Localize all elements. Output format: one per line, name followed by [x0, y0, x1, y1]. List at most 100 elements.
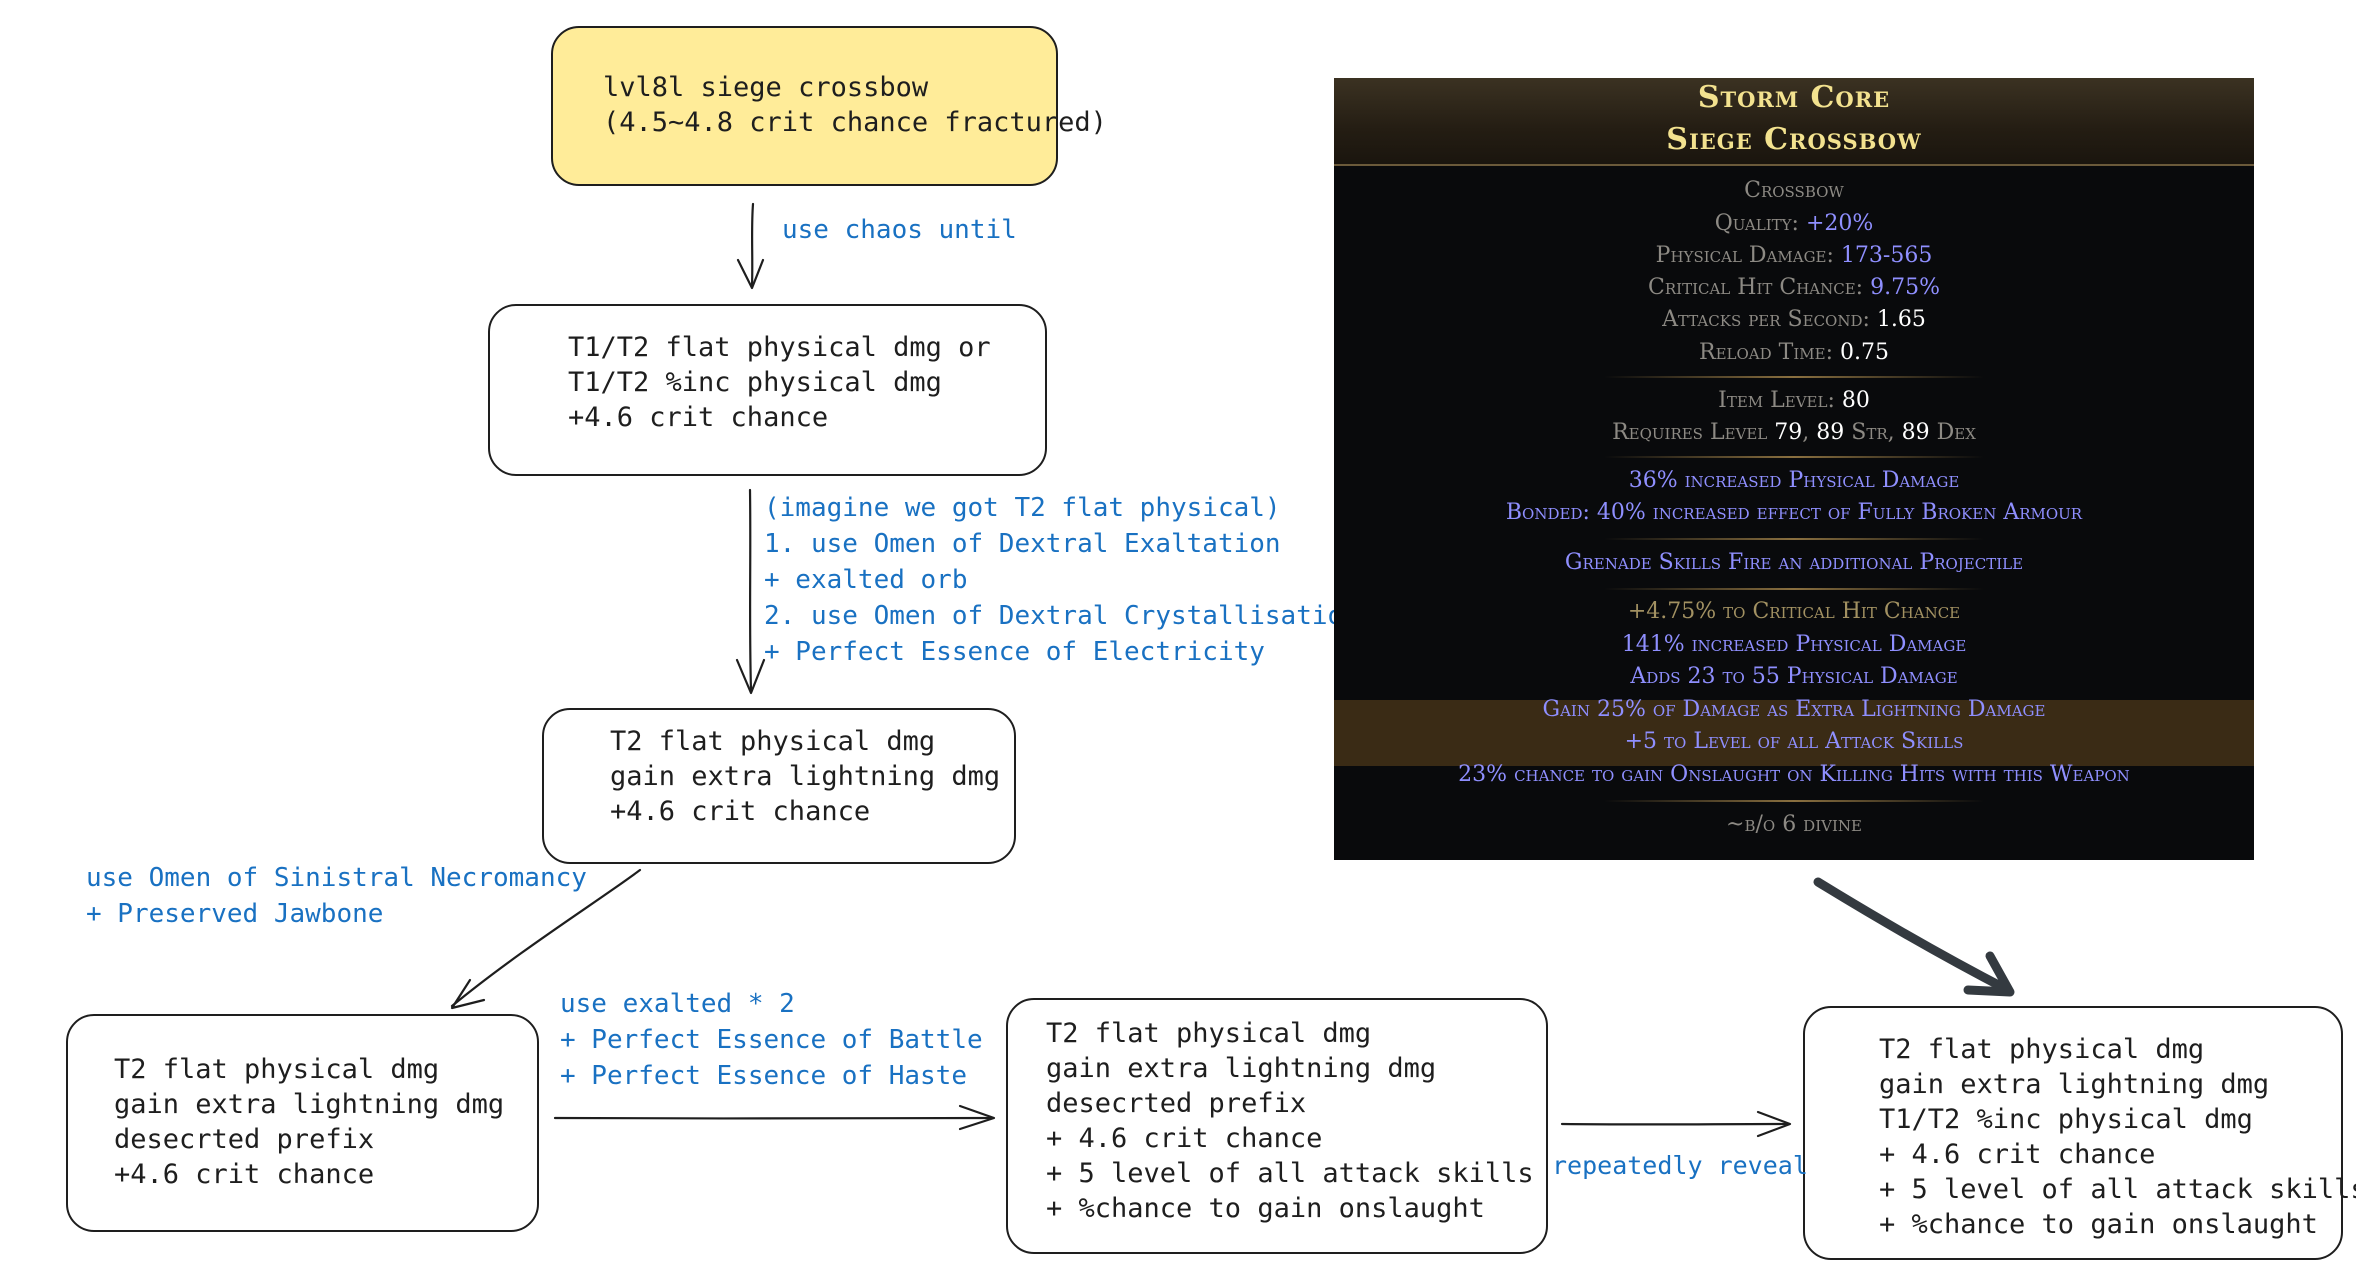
note-sinistral-line-1: use Omen of Sinistral Necromancy: [86, 863, 587, 893]
arrow-step3-to-step4: [553, 1104, 996, 1131]
step4-line-5: + 5 level of all attack skills: [1046, 1158, 1534, 1189]
note-dextral-line-2: 1. use Omen of Dextral Exaltation: [764, 529, 1281, 559]
note-omen-dextral: (imagine we got T2 flat physical) 1. use…: [764, 490, 1359, 670]
item-separator: [1604, 456, 1984, 458]
note-chaos: use chaos until: [782, 212, 1017, 248]
aps-label: Attacks per Second:: [1662, 307, 1870, 332]
phys-value: 173-565: [1840, 243, 1933, 268]
item-rune: Grenade Skills Fire an additional Projec…: [1564, 550, 2024, 575]
item-name: Storm Core: [1697, 80, 1891, 115]
note-sinistral-line-2: + Preserved Jawbone: [86, 899, 384, 929]
crit-label: Critical Hit Chance:: [1648, 275, 1864, 300]
quality-label: Quality:: [1714, 211, 1799, 236]
step3-line-4: +4.6 crit chance: [114, 1159, 375, 1190]
final-line-6: + %chance to gain onslaught: [1879, 1209, 2318, 1240]
arrow-start-to-step1: [736, 202, 765, 290]
step2-line-1: T2 flat physical dmg: [610, 726, 936, 757]
step3-line-3: desecrted prefix: [114, 1124, 375, 1155]
item-mod-highlight: [1334, 700, 2254, 766]
note-exalted: use exalted * 2 + Perfect Essence of Bat…: [560, 986, 983, 1094]
item-reload: Reload Time: 0.75: [1334, 340, 2254, 365]
note-reveal: repeatedly reveal: [1552, 1148, 1808, 1184]
step1-line-1: T1/T2 flat physical dmg or: [568, 332, 991, 363]
item-separator: [1604, 376, 1984, 378]
arrow-step4-to-final: [1560, 1110, 1792, 1138]
step3-box: T2 flat physical dmg gain extra lightnin…: [66, 1014, 539, 1232]
note-exalted-line-2: + Perfect Essence of Battle: [560, 1025, 983, 1055]
reload-label: Reload Time:: [1699, 340, 1833, 365]
req-level: 79: [1774, 420, 1803, 445]
aps-value: 1.65: [1876, 307, 1926, 332]
item-physical: Physical Damage: 173-565: [1334, 243, 2254, 268]
note-exalted-line-3: + Perfect Essence of Haste: [560, 1061, 967, 1091]
item-ilvl: Item Level: 80: [1334, 388, 2254, 413]
step1-line-3: +4.6 crit chance: [568, 402, 829, 433]
reload-value: 0.75: [1839, 340, 1889, 365]
arrow-step1-to-step2: [735, 488, 766, 695]
item-price: ~b/o 6 divine: [1726, 812, 1862, 837]
item-separator: [1604, 800, 1984, 802]
crit-value: 9.75%: [1870, 275, 1940, 300]
phys-label: Physical Damage:: [1655, 243, 1834, 268]
step3-line-2: gain extra lightning dmg: [114, 1089, 505, 1120]
step2-line-3: +4.6 crit chance: [610, 796, 871, 827]
item-crit: Critical Hit Chance: 9.75%: [1334, 275, 2254, 300]
item-aps: Attacks per Second: 1.65: [1334, 307, 2254, 332]
step4-line-3: desecrted prefix: [1046, 1088, 1307, 1119]
arrow-step2-to-step3: [450, 868, 642, 1010]
req-label: Requires Level: [1612, 420, 1768, 445]
final-line-5: + 5 level of all attack skills: [1879, 1174, 2356, 1205]
step2-box: T2 flat physical dmg gain extra lightnin…: [542, 708, 1016, 864]
step4-box: T2 flat physical dmg gain extra lightnin…: [1006, 998, 1548, 1254]
step1-line-2: T1/T2 %inc physical dmg: [568, 367, 942, 398]
req-str: 89: [1816, 420, 1845, 445]
quality-value: +20%: [1805, 211, 1874, 236]
ilvl-label: Item Level:: [1718, 388, 1835, 413]
item-mod-2: Adds 23 to 55 Physical Damage: [1630, 664, 1958, 689]
note-dextral-line-4: 2. use Omen of Dextral Crystallisation: [764, 601, 1359, 631]
note-exalted-line-1: use exalted * 2: [560, 989, 795, 1019]
note-reveal-line-1: repeatedly reveal: [1552, 1151, 1808, 1180]
item-mod-fractured: +4.75% to Critical Hit Chance: [1627, 599, 1961, 624]
item-implicit-2: Bonded: 40% increased effect of Fully Br…: [1505, 500, 2083, 525]
ilvl-value: 80: [1841, 388, 1870, 413]
item-implicit-1: 36% increased Physical Damage: [1628, 468, 1960, 493]
note-dextral-line-5: + Perfect Essence of Electricity: [764, 637, 1265, 667]
step4-line-2: gain extra lightning dmg: [1046, 1053, 1437, 1084]
step4-line-1: T2 flat physical dmg: [1046, 1018, 1372, 1049]
req-dex: 89: [1901, 420, 1930, 445]
item-mod-4: +5 to Level of all Attack Skills: [1624, 729, 1964, 754]
note-dextral-line-1: (imagine we got T2 flat physical): [764, 493, 1281, 523]
start-line-2: (4.5~4.8 crit chance fractured): [603, 107, 1107, 138]
step2-line-2: gain extra lightning dmg: [610, 761, 1001, 792]
item-quality: Quality: +20%: [1334, 211, 2254, 236]
final-box: T2 flat physical dmg gain extra lightnin…: [1803, 1006, 2356, 1260]
final-line-3: T1/T2 %inc physical dmg: [1879, 1104, 2253, 1135]
step4-line-4: + 4.6 crit chance: [1046, 1123, 1323, 1154]
start-box: lvl8l siege crossbow (4.5~4.8 crit chanc…: [551, 26, 1107, 186]
req-dex-label: Dex: [1936, 420, 1976, 445]
item-requirements: Requires Level 79, 89 Str, 89 Dex: [1612, 420, 1976, 445]
item-separator: [1604, 538, 1984, 540]
item-separator: [1604, 588, 1984, 590]
item-mod-3: Gain 25% of Damage as Extra Lightning Da…: [1542, 697, 2046, 722]
item-mod-5: 23% chance to gain Onslaught on Killing …: [1458, 762, 2130, 787]
note-dextral-line-3: + exalted orb: [764, 565, 968, 595]
note-omen-sinistral: use Omen of Sinistral Necromancy + Prese…: [86, 860, 587, 932]
start-line-1: lvl8l siege crossbow: [603, 72, 929, 103]
item-mod-1: 141% increased Physical Damage: [1621, 632, 1967, 657]
step1-box: T1/T2 flat physical dmg or T1/T2 %inc ph…: [488, 304, 1047, 476]
item-tooltip: Storm Core Siege Crossbow Crossbow Quali…: [1334, 78, 2254, 860]
final-line-4: + 4.6 crit chance: [1879, 1139, 2156, 1170]
final-line-2: gain extra lightning dmg: [1879, 1069, 2270, 1100]
item-base: Siege Crossbow: [1666, 122, 1922, 157]
note-chaos-line-1: use chaos until: [782, 215, 1017, 245]
item-header: [1334, 78, 2254, 166]
step4-line-6: + %chance to gain onslaught: [1046, 1193, 1485, 1224]
final-line-1: T2 flat physical dmg: [1879, 1034, 2205, 1065]
item-type: Crossbow: [1744, 178, 1844, 203]
arrow-item-to-final: [1813, 877, 2015, 997]
req-str-label: Str: [1851, 420, 1888, 445]
